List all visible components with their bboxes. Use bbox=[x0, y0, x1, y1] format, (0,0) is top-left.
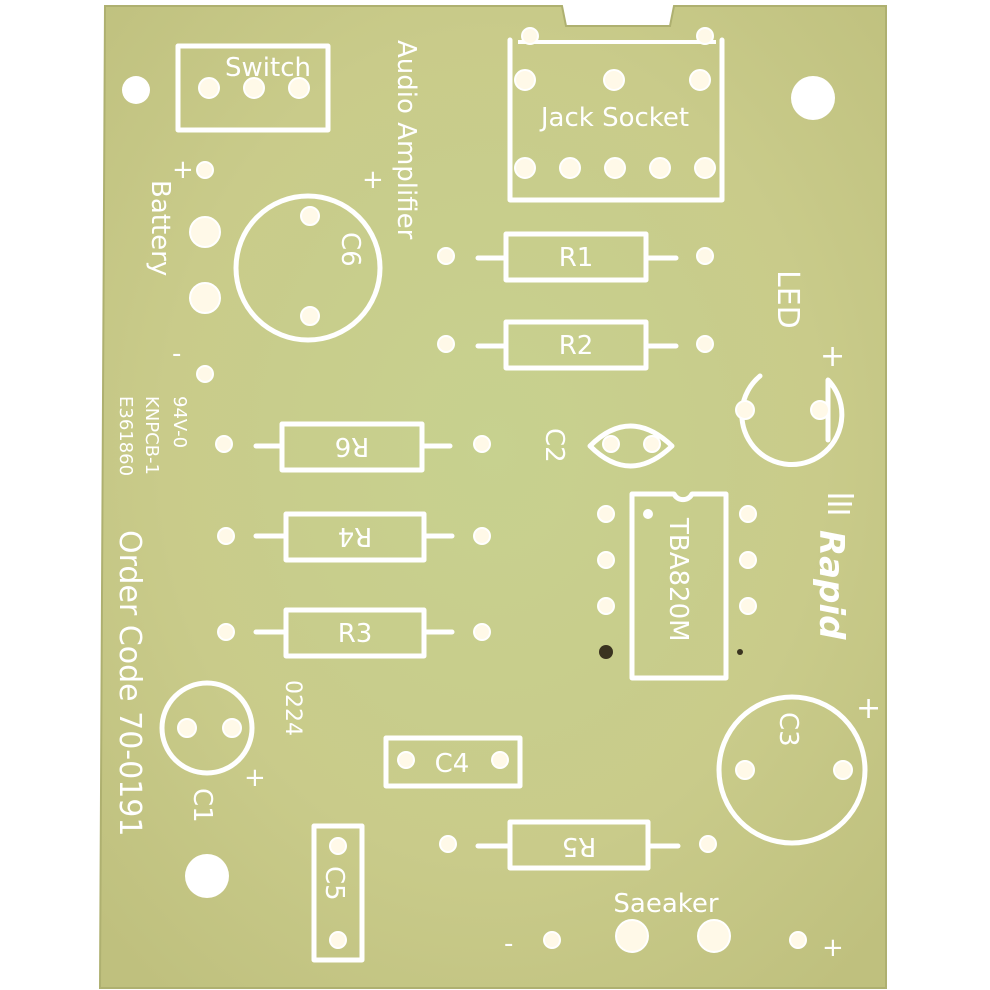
board-title: Audio Amplifier bbox=[391, 40, 421, 240]
c5-footprint: C5 bbox=[311, 823, 365, 963]
mounting-hole-top-right bbox=[791, 76, 835, 120]
c5-label: C5 bbox=[319, 866, 349, 901]
mounting-hole-bottom-left bbox=[185, 854, 229, 898]
speaker-minus-sign: - bbox=[504, 929, 513, 959]
c6-plus-sign: + bbox=[362, 165, 384, 195]
date-code: 0224 bbox=[280, 680, 305, 736]
speaker-plus-sign: + bbox=[822, 933, 844, 963]
r1-footprint: R1 bbox=[437, 231, 714, 283]
r6-label: R6 bbox=[335, 431, 370, 461]
cert-line-1: 94V-0 bbox=[169, 396, 190, 448]
c2-footprint: C2 bbox=[539, 423, 675, 469]
cert-marks: 94V-0 KNPCB-1 E361860 bbox=[115, 396, 190, 476]
c2-label: C2 bbox=[539, 428, 569, 463]
c4-label: C4 bbox=[435, 749, 470, 779]
cert-line-2: KNPCB-1 bbox=[141, 396, 162, 475]
led-plus-sign: + bbox=[820, 339, 845, 374]
battery-label: Battery bbox=[145, 180, 175, 276]
order-code: Order Code 70-0191 bbox=[112, 530, 147, 836]
jack-socket-footprint: Jack Socket bbox=[507, 27, 725, 203]
c3-footprint: + C3 bbox=[716, 691, 881, 846]
led-footprint: LED + bbox=[735, 270, 845, 468]
c1-plus-sign: + bbox=[244, 763, 266, 793]
speaker-label: Saeaker bbox=[613, 889, 718, 919]
c6-label: C6 bbox=[335, 232, 365, 267]
r2-footprint: R2 bbox=[437, 319, 714, 371]
c3-plus-sign: + bbox=[856, 691, 881, 726]
switch-footprint: Switch bbox=[175, 43, 331, 133]
ic-label: TBA820M bbox=[663, 517, 693, 642]
r6-footprint: R6 bbox=[215, 421, 491, 473]
ic-footprint: TBA820M bbox=[597, 491, 757, 681]
cert-line-3: E361860 bbox=[115, 396, 136, 476]
r2-label: R2 bbox=[559, 331, 594, 361]
jack-socket-label: Jack Socket bbox=[539, 103, 689, 133]
battery-plus-sign: + bbox=[172, 155, 194, 185]
led-label: LED bbox=[770, 270, 805, 329]
rapid-logo: Rapid bbox=[811, 494, 854, 640]
c1-footprint: + C1 bbox=[159, 680, 266, 823]
r1-label: R1 bbox=[559, 243, 594, 273]
battery-minus-sign: - bbox=[172, 339, 181, 369]
mounting-hole-top-left bbox=[122, 76, 150, 104]
board-substrate bbox=[98, 5, 887, 989]
r4-label: R4 bbox=[338, 521, 373, 551]
brand-label: Rapid bbox=[811, 530, 851, 640]
r3-label: R3 bbox=[338, 619, 373, 649]
c6-footprint: + C6 bbox=[233, 165, 384, 343]
r5-label: R5 bbox=[562, 831, 597, 861]
r4-footprint: R4 bbox=[217, 511, 491, 563]
r3-footprint: R3 bbox=[217, 607, 491, 659]
speaker-footprint: Saeaker - + bbox=[504, 889, 844, 963]
c1-label: C1 bbox=[187, 788, 217, 823]
r5-footprint: R5 bbox=[439, 819, 717, 871]
c4-footprint: C4 bbox=[383, 735, 523, 789]
c3-label: C3 bbox=[773, 712, 803, 747]
battery-footprint: + Battery - bbox=[145, 155, 221, 383]
